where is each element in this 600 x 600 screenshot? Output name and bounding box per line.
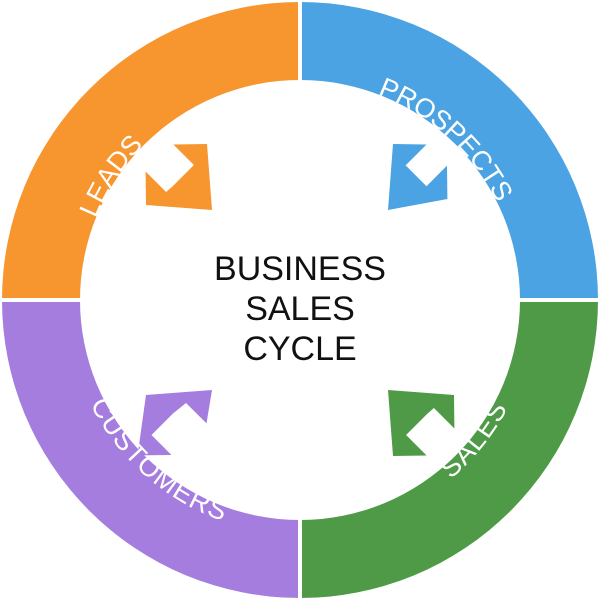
ring-segment-prospects [300, 2, 598, 300]
center-title: BUSINESS SALES CYCLE [214, 250, 386, 368]
ring-segment-leads [2, 2, 300, 300]
center-title-line-3: CYCLE [243, 330, 356, 368]
segment-sales [300, 300, 598, 598]
arrow-sales [388, 390, 455, 456]
arrow-leads [145, 144, 212, 210]
segment-customers [2, 300, 300, 598]
arrow-customers [137, 390, 212, 456]
ring-segment-sales [300, 300, 598, 598]
center-title-line-2: SALES [245, 290, 355, 328]
ring-segment-customers [2, 300, 300, 598]
segment-prospects [300, 2, 598, 300]
arrow-prospects [388, 144, 448, 210]
segment-leads [2, 2, 300, 300]
center-title-line-1: BUSINESS [214, 250, 386, 288]
